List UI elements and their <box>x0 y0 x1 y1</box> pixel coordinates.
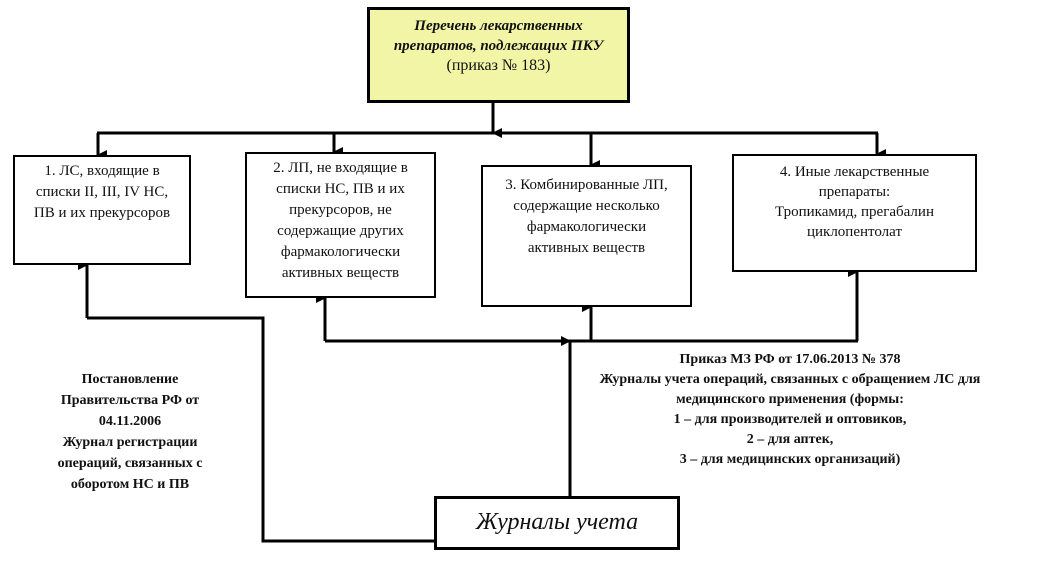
journals-box: Журналы учета <box>434 496 680 550</box>
category-4-box: 4. Иные лекарственные препараты: Тропика… <box>732 154 977 272</box>
drug-list-subtitle: (приказ № 183) <box>446 57 551 74</box>
category-3-line: фармакологически <box>526 219 647 235</box>
category-3-line: содержащие несколько <box>513 198 660 214</box>
category-1-box: 1. ЛС, входящие в списки II, III, IV НС,… <box>13 155 191 265</box>
category-2-line: фармакологически <box>280 244 401 260</box>
decree-note-line: Постановление <box>81 372 179 387</box>
decree-note-line: Правительства РФ от <box>60 393 200 408</box>
category-4-line: препараты: <box>818 184 891 200</box>
category-3-box: 3. Комбинированные ЛП, содержащие нескол… <box>481 165 692 307</box>
journals-label: Журналы учета <box>475 509 639 535</box>
category-3-line: 3. Комбинированные ЛП, <box>505 177 668 193</box>
category-2-line: содержащие других <box>277 223 404 239</box>
category-2-line: активных веществ <box>281 265 400 281</box>
decree-note-line: Журнал регистрации <box>62 435 198 450</box>
category-1-line: 1. ЛС, входящие в <box>44 163 160 179</box>
government-decree-note: Постановление Правительства РФ от 04.11.… <box>20 369 240 495</box>
category-2-line: прекурсоров, не <box>289 202 392 218</box>
left-journal-path <box>87 316 434 543</box>
decree-note-line: операций, связанных с <box>57 456 203 471</box>
category-4-line: 4. Иные лекарственные <box>779 164 930 180</box>
order-note-line: медицинского применения (формы: <box>676 392 904 407</box>
category-3-line: активных веществ <box>527 240 646 256</box>
drug-list-title-line-1: Перечень лекарственных <box>414 18 583 34</box>
drug-list-title-line-2: препаратов, подлежащих ПКУ <box>393 38 604 54</box>
order-note-line: 3 – для медицинских организаций) <box>679 452 901 467</box>
category-2-line: списки НС, ПВ и их <box>276 181 405 197</box>
category-2-line: 2. ЛП, не входящие в <box>273 160 408 176</box>
order-note-line: Приказ МЗ РФ от 17.06.2013 № 378 <box>679 352 901 367</box>
order-note-line: 2 – для аптек, <box>746 432 834 447</box>
decree-note-line: оборотом НС и ПВ <box>70 477 190 492</box>
order-note-line: Журналы учета операций, связанных с обра… <box>599 372 981 387</box>
order-note-line: 1 – для производителей и оптовиков, <box>673 412 907 427</box>
drug-list-box: Перечень лекарственных препаратов, подле… <box>367 7 630 103</box>
category-1-line: списки II, III, IV НС, <box>35 184 169 200</box>
category-4-line: Тропикамид, прегабалин <box>775 204 934 220</box>
category-4-line: циклопентолат <box>806 224 902 240</box>
category-2-box: 2. ЛП, не входящие в списки НС, ПВ и их … <box>245 152 436 298</box>
ministry-order-note: Приказ МЗ РФ от 17.06.2013 № 378 Журналы… <box>570 350 1010 470</box>
category-1-line: ПВ и их прекурсоров <box>33 205 171 221</box>
decree-note-line: 04.11.2006 <box>98 414 162 429</box>
